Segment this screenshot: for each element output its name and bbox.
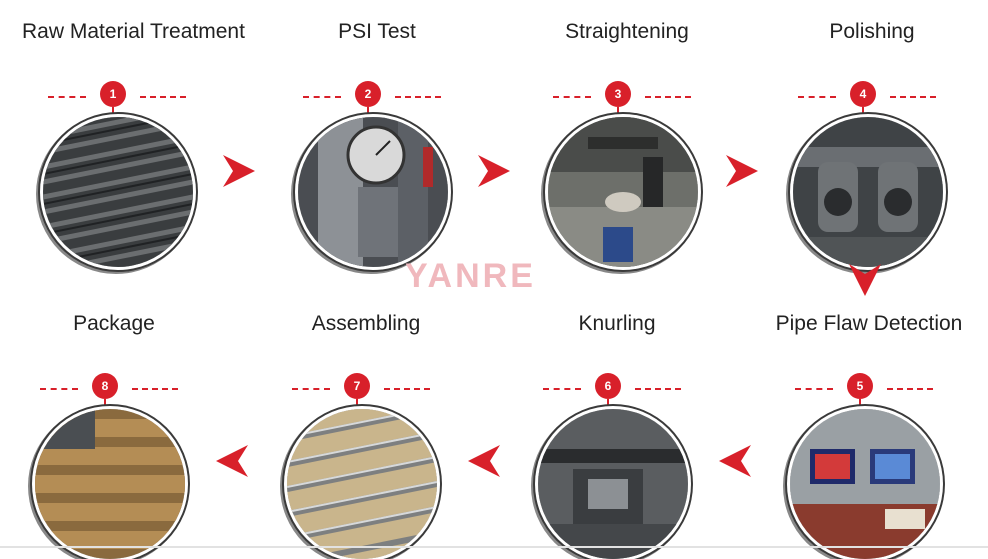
raw-material-photo (43, 117, 193, 267)
arrow-left-icon (719, 445, 751, 477)
dashed-divider (795, 388, 833, 390)
step-number-badge: 6 (595, 373, 621, 399)
flaw-detection-photo (790, 409, 940, 559)
step-number-badge: 5 (847, 373, 873, 399)
badge-connector (356, 399, 358, 408)
dashed-divider (635, 388, 681, 390)
step-number-badge: 8 (92, 373, 118, 399)
step-title: PSI Test (338, 20, 416, 43)
step-title: Raw Material Treatment (22, 20, 245, 43)
step-title: Polishing (829, 20, 915, 43)
badge-connector (367, 107, 369, 116)
knurling-photo (538, 409, 688, 559)
badge-connector (617, 107, 619, 116)
dashed-divider (798, 96, 836, 98)
step-title: Knurling (578, 312, 656, 335)
dashed-divider (887, 388, 933, 390)
badge-connector (112, 107, 114, 116)
arrow-left-icon (216, 445, 248, 477)
step-number-badge: 7 (344, 373, 370, 399)
step-number-badge: 4 (850, 81, 876, 107)
dashed-divider (645, 96, 691, 98)
step-title: Straightening (565, 20, 689, 43)
straightening-photo (548, 117, 698, 267)
dashed-divider (303, 96, 341, 98)
arrow-right-icon (223, 155, 255, 187)
dashed-divider (40, 388, 78, 390)
step-number-badge: 2 (355, 81, 381, 107)
badge-connector (104, 399, 106, 408)
brand-watermark: YANRE (405, 257, 536, 295)
assembling-photo (287, 409, 437, 559)
step-title: Assembling (311, 312, 421, 335)
arrow-right-icon (478, 155, 510, 187)
badge-connector (859, 399, 861, 408)
dashed-divider (292, 388, 330, 390)
bottom-divider (0, 546, 988, 548)
dashed-divider (553, 96, 591, 98)
polishing-photo (793, 117, 943, 267)
dashed-divider (132, 388, 178, 390)
arrow-right-icon (726, 155, 758, 187)
badge-connector (607, 399, 609, 408)
arrow-left-icon (468, 445, 500, 477)
psi-test-photo (298, 117, 448, 267)
step-number-badge: 1 (100, 81, 126, 107)
dashed-divider (384, 388, 430, 390)
arrow-down-icon (849, 264, 881, 296)
dashed-divider (395, 96, 441, 98)
step-title: Package (73, 312, 155, 335)
dashed-divider (48, 96, 86, 98)
dashed-divider (140, 96, 186, 98)
step-title: Pipe Flaw Detection (775, 312, 963, 335)
step-number-badge: 3 (605, 81, 631, 107)
dashed-divider (543, 388, 581, 390)
dashed-divider (890, 96, 936, 98)
package-photo (35, 409, 185, 559)
badge-connector (862, 107, 864, 116)
